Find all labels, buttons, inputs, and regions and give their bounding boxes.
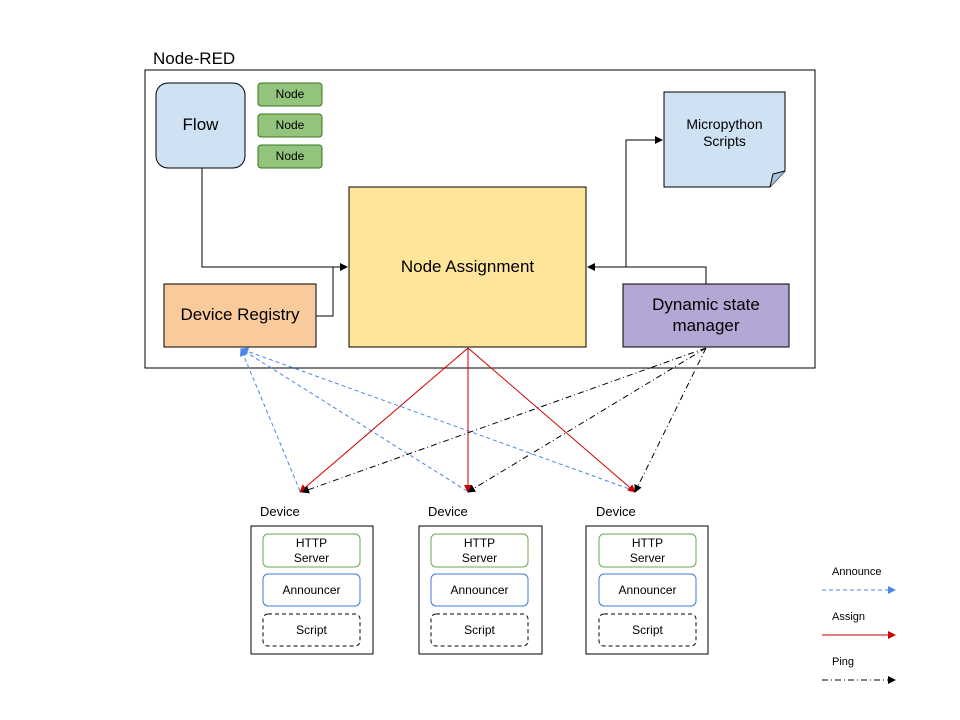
device-title: Device (260, 504, 300, 519)
flow-to-assignment-connector (201, 168, 348, 271)
micropython-scripts-label: Micropython Scripts (664, 96, 785, 170)
node-pill-label: Node (275, 118, 305, 133)
device-registry-label: Device Registry (180, 305, 300, 325)
http-server-box (262, 533, 361, 568)
script-box (430, 613, 529, 647)
script-label: Script (464, 622, 495, 637)
http-server-text: HTTP Server (629, 536, 666, 565)
ping-line (634, 347, 707, 493)
micropython-scripts-text: Micropython Scripts (686, 116, 763, 149)
dynamic-state-manager-label: Dynamic state manager (623, 284, 789, 347)
announce-line (239, 348, 301, 492)
device-title: Device (596, 504, 636, 519)
announcer-box (262, 573, 361, 607)
script-box (598, 613, 697, 647)
announcer-label: Announcer (450, 582, 509, 597)
http-server-label: HTTP Server (263, 534, 360, 567)
device-title: Device (428, 504, 468, 519)
http-server-text: HTTP Server (461, 536, 498, 565)
assign-line (299, 347, 469, 493)
script-label: Script (632, 622, 663, 637)
flow-box (155, 82, 246, 169)
announce-line (240, 348, 468, 492)
http-server-box (598, 533, 697, 568)
assign-line (467, 347, 636, 493)
http-server-label: HTTP Server (431, 534, 528, 567)
state-to-scripts-connector (625, 136, 663, 267)
registry-to-assignment-connector (316, 267, 334, 317)
device-registry-box (163, 283, 317, 348)
announcer-label: Announcer (618, 582, 677, 597)
dynamic-state-manager-text: Dynamic state manager (652, 295, 760, 335)
node-red-title: Node-RED (153, 49, 236, 68)
announcer-label: Announcer (282, 582, 341, 597)
node-pill-label: Node (275, 149, 305, 164)
flow-label: Flow (182, 115, 219, 135)
announcer-box (598, 573, 697, 607)
legend-announce-label: Announce (832, 566, 882, 578)
state-to-assignment-connector (587, 263, 707, 284)
node-pill (257, 82, 323, 107)
node-assignment-label: Node Assignment (400, 256, 535, 276)
note-fold (769, 170, 786, 188)
ping-line (467, 347, 707, 493)
node-pill (257, 113, 323, 138)
legend-assign-label: Assign (832, 611, 866, 623)
legend-ping-label: Ping (832, 656, 855, 668)
script-label: Script (296, 622, 327, 637)
script-box (262, 613, 361, 647)
node-pill-label: Node (275, 87, 305, 102)
node-assignment-box (348, 186, 587, 348)
announce-line (240, 347, 636, 492)
announcer-box (430, 573, 529, 607)
http-server-label: HTTP Server (599, 534, 696, 567)
node-pill (257, 144, 323, 169)
http-server-text: HTTP Server (293, 536, 330, 565)
http-server-box (430, 533, 529, 568)
